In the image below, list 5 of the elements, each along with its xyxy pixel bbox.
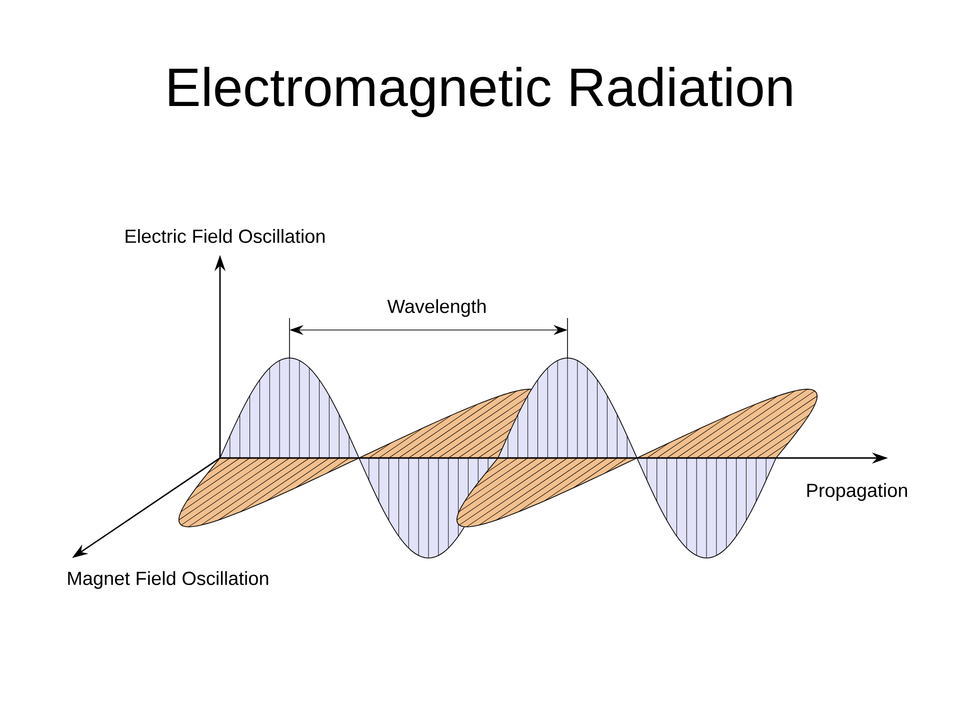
axis-label: Propagation [807,483,907,501]
dimension-label: Wavelength [387,299,486,317]
title: Electromagnetic Radiation [169,66,792,118]
axis-label: Magnet Field Oscillation [68,571,268,589]
axis-label: Electric Field Oscillation [126,229,325,243]
